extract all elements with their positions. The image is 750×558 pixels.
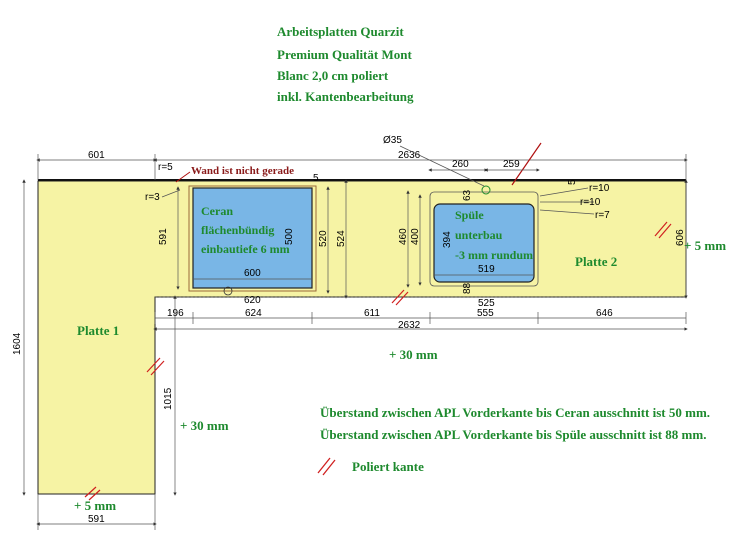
dim-d35: Ø35 <box>383 135 402 146</box>
dim-519: 519 <box>478 264 495 275</box>
dim-63: 63 <box>462 189 473 201</box>
dim-591-bottom: 591 <box>88 514 105 525</box>
cooktop-label-2: flächenbündig <box>201 223 274 237</box>
cooktop-cutout <box>192 187 313 289</box>
sink-outline <box>429 191 539 287</box>
dim-624: 624 <box>245 308 262 319</box>
cooktop-outline <box>188 185 317 292</box>
dim-500: 500 <box>284 228 295 245</box>
dim-591-vertical: 591 <box>158 228 169 245</box>
title-line-1: Arbeitsplatten Quarzit <box>277 24 404 39</box>
dim-259: 259 <box>503 159 520 170</box>
dim-400: 400 <box>410 228 421 245</box>
dim-1604: 1604 <box>12 332 23 355</box>
dim-260: 260 <box>452 159 469 170</box>
dim-646: 646 <box>596 308 613 319</box>
dim-460: 460 <box>398 228 409 245</box>
red-pointer <box>511 142 542 186</box>
dim-5-left: 5 <box>313 173 319 184</box>
dim-196: 196 <box>167 308 184 319</box>
title-line-3: Blanc 2,0 cm poliert <box>277 68 389 83</box>
tap-hole-icon <box>481 185 491 195</box>
dim-520: 520 <box>318 230 329 247</box>
sink-label-2: unterbau <box>455 228 503 242</box>
dim-r3: r=3 <box>145 192 160 203</box>
left-plus-30: + 30 mm <box>180 418 229 433</box>
dim-2636: 2636 <box>398 150 421 161</box>
dim-601: 601 <box>88 150 105 161</box>
dim-524: 524 <box>336 230 347 247</box>
cooktop-marker-icon <box>223 286 233 296</box>
sink-cutout <box>433 203 535 283</box>
legend-polished-icon <box>317 457 336 476</box>
sink-label-3: -3 mm rundum <box>455 248 533 262</box>
title-line-4: inkl. Kantenbearbeitung <box>277 89 414 104</box>
dim-r7: r=7 <box>595 210 610 221</box>
dim-525: 525 <box>478 298 495 309</box>
dim-1015: 1015 <box>163 387 174 410</box>
dim-555: 555 <box>477 308 494 319</box>
worktop-shape <box>37 180 687 495</box>
panel-1-label: Platte 1 <box>77 323 119 338</box>
panel-2-label: Platte 2 <box>575 254 617 269</box>
wall-warning: Wand ist nicht gerade <box>191 165 294 177</box>
right-plus-5: + 5 mm <box>684 238 726 253</box>
dim-r10-a: r=10 <box>589 183 610 194</box>
dim-88: 88 <box>462 282 473 294</box>
dim-r5: r=5 <box>158 162 173 173</box>
note-ceran: Überstand zwischen APL Vorderkante bis C… <box>320 405 710 420</box>
middle-plus-30: + 30 mm <box>389 347 438 362</box>
cooktop-label-3: einbautiefe 6 mm <box>201 242 290 256</box>
dim-r10-b: r=10 <box>580 197 601 208</box>
polished-edge-marks <box>84 221 672 501</box>
note-spuele: Überstand zwischen APL Vorderkante bis S… <box>320 427 706 442</box>
dim-620: 620 <box>244 295 261 306</box>
dim-611: 611 <box>364 308 380 319</box>
title-line-2: Premium Qualität Mont <box>277 47 412 62</box>
legend-polished: Poliert kante <box>352 459 424 474</box>
dim-5-right: 5 <box>567 179 578 185</box>
dim-606: 606 <box>675 229 686 246</box>
dim-394: 394 <box>442 231 453 248</box>
bottom-plus-5: + 5 mm <box>74 498 116 513</box>
sink-label-1: Spüle <box>455 208 484 222</box>
cooktop-label-1: Ceran <box>201 204 233 218</box>
dim-2632: 2632 <box>398 320 421 331</box>
dim-600: 600 <box>244 268 261 279</box>
